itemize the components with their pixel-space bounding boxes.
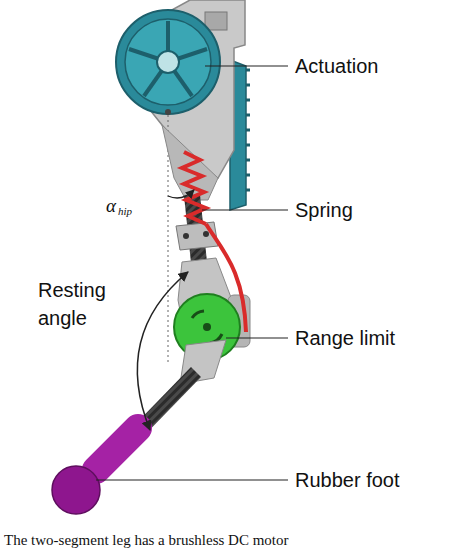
clamp-bolt — [183, 233, 189, 239]
angle-subscript: hip — [118, 206, 132, 217]
resting-angle-arc — [137, 272, 188, 430]
angle-symbol: α — [106, 196, 116, 215]
knee-pivot — [203, 323, 211, 331]
motor — [116, 10, 220, 114]
foot-sleeve — [96, 428, 138, 470]
part-label: Rubber foot — [295, 466, 400, 494]
rubber-foot — [52, 466, 100, 514]
hip-pivot — [165, 109, 171, 115]
part-label: Actuation — [295, 52, 378, 80]
range-slot — [192, 311, 204, 318]
spring — [182, 152, 206, 224]
housing-slot — [205, 12, 227, 30]
leader-lines — [96, 66, 288, 480]
part-label: Range limit — [295, 324, 395, 352]
motor-rotor — [125, 19, 211, 105]
part-label: Spring — [295, 196, 353, 224]
gear-teeth — [246, 70, 250, 190]
hip-angle-arc — [168, 190, 194, 198]
figure-caption: The two-segment leg has a brushless DC m… — [4, 532, 289, 549]
angle-label: Resting angle — [38, 276, 120, 332]
motor-hub — [157, 51, 179, 73]
clamp-bolt — [203, 231, 209, 237]
motor-spokes — [129, 21, 207, 96]
